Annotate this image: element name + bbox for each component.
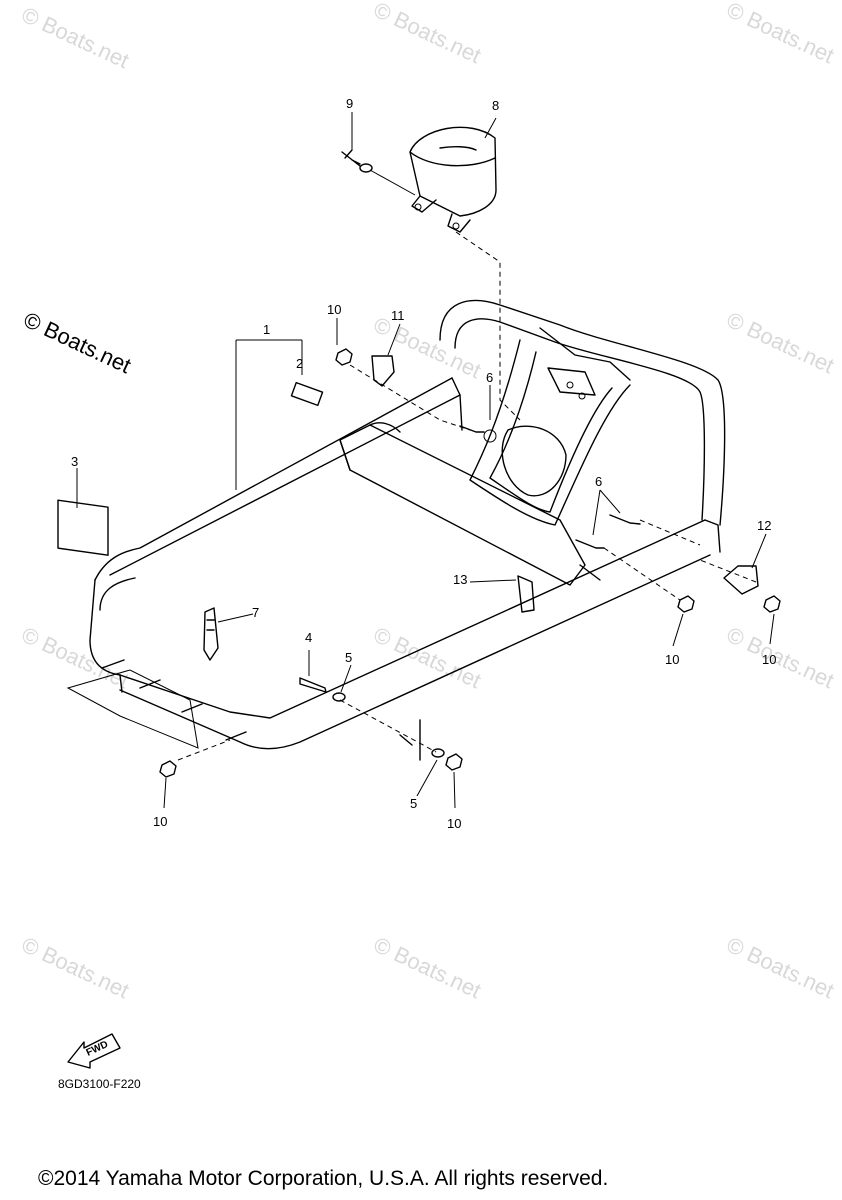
watermark: © Boats.net	[370, 0, 485, 68]
hardware-parts	[57, 348, 781, 778]
callout-1: 1	[263, 322, 270, 337]
clip-part	[341, 149, 373, 173]
callout-10: 10	[762, 652, 776, 667]
seat-part	[409, 126, 497, 233]
callout-8: 8	[492, 98, 499, 113]
watermark: © Boats.net	[370, 622, 485, 693]
callout-5: 5	[345, 650, 352, 665]
fwd-label: FWD	[85, 1039, 110, 1059]
callout-6: 6	[595, 474, 602, 489]
watermark: © Boats.net	[18, 2, 133, 73]
diagram-reference-code: 8GD3100-F220	[58, 1077, 141, 1091]
watermark: © Boats.net	[370, 932, 485, 1003]
watermark: © Boats.net	[18, 622, 133, 693]
watermark: © Boats.net	[723, 307, 838, 378]
rear-handle-frame	[439, 299, 726, 526]
watermark: © Boats.net	[723, 622, 838, 693]
callout-10: 10	[665, 652, 679, 667]
callout-9: 9	[346, 96, 353, 111]
callout-5: 5	[410, 796, 417, 811]
callout-2: 2	[296, 356, 303, 371]
callout-10: 10	[153, 814, 167, 829]
callout-10: 10	[447, 816, 461, 831]
callout-11: 11	[391, 308, 405, 323]
callout-13: 13	[453, 572, 467, 587]
callout-3: 3	[71, 454, 78, 469]
watermark: © Boats.net	[723, 0, 838, 68]
callout-10: 10	[327, 302, 341, 317]
watermark: © Boats.net	[18, 932, 133, 1003]
watermark-dark: © Boats.net	[20, 307, 135, 378]
fwd-arrow-icon: FWD	[67, 1033, 121, 1069]
main-frame	[89, 377, 721, 761]
callout-6: 6	[486, 370, 493, 385]
callout-4: 4	[305, 630, 312, 645]
copyright-notice: ©2014 Yamaha Motor Corporation, U.S.A. A…	[38, 1167, 608, 1190]
watermarks: © Boats.net © Boats.net © Boats.net © Bo…	[18, 0, 838, 1003]
callout-7: 7	[252, 605, 259, 620]
callouts: 1 2 3 4 5 5 6 6 7 8 9 10 10 10 10 10 11 …	[71, 96, 776, 831]
leader-lines	[76, 112, 775, 809]
callout-12: 12	[757, 518, 771, 533]
watermark: © Boats.net	[723, 932, 838, 1003]
